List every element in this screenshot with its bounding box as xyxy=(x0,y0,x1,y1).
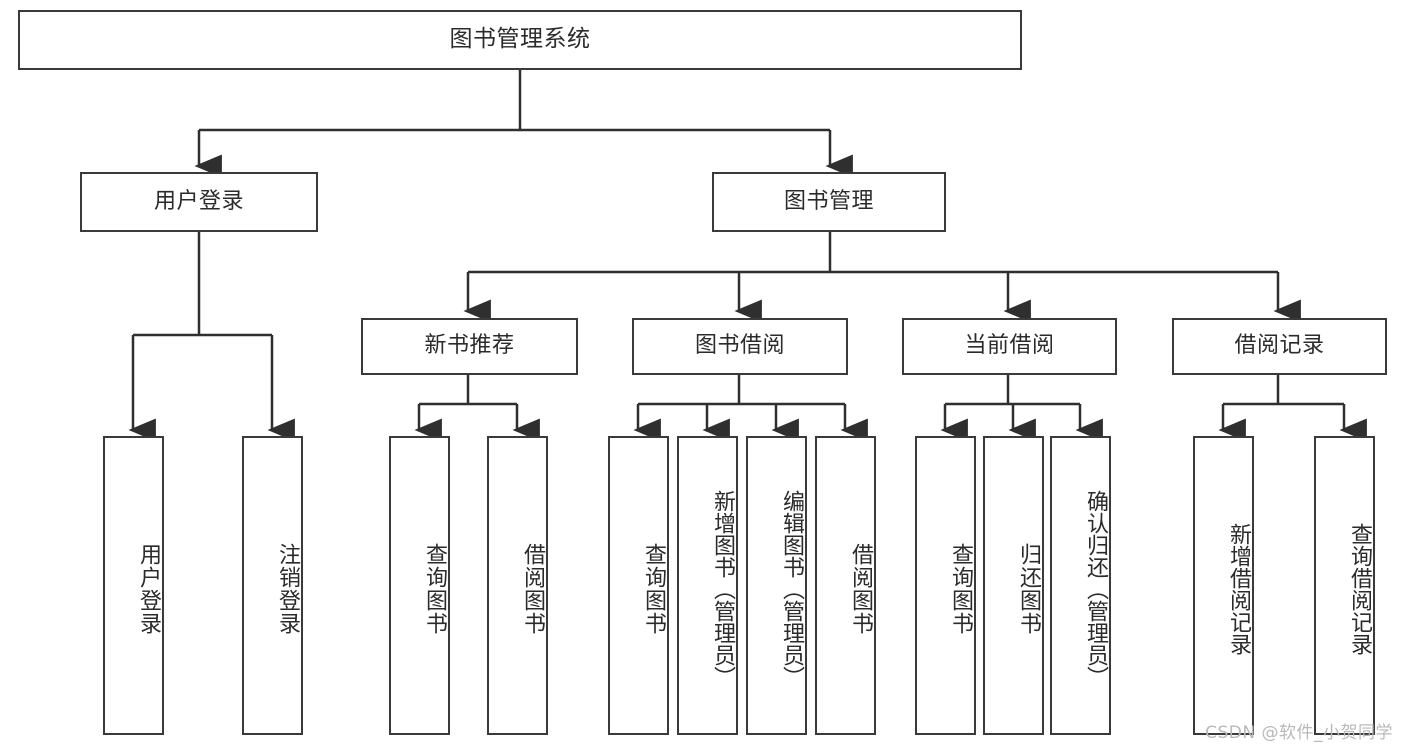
node-book-manage-label: 图书管理 xyxy=(783,188,874,214)
node-leaf-current-borrow-confirm[interactable]: 确认归还（管理员） xyxy=(1050,436,1111,735)
node-leaf-new-book-query[interactable]: 查询图书 xyxy=(389,436,450,735)
csdn-watermark: CSDN @软件_小贺同学 xyxy=(1205,723,1393,743)
node-leaf-current-borrow-confirm-label: 确认归还（管理员） xyxy=(1083,489,1108,688)
node-leaf-new-book-borrow-label: 借阅图书 xyxy=(520,542,545,635)
node-leaf-book-borrow-query-label: 查询图书 xyxy=(641,542,666,635)
node-leaf-book-borrow-add-label: 新增图书（管理员） xyxy=(710,489,735,688)
node-new-book-recommend[interactable]: 新书推荐 xyxy=(361,318,578,375)
node-current-borrow-label: 当前借阅 xyxy=(964,333,1055,359)
node-leaf-new-book-query-label: 查询图书 xyxy=(422,542,447,635)
node-user-login-label: 用户登录 xyxy=(153,188,244,214)
node-leaf-new-book-borrow[interactable]: 借阅图书 xyxy=(487,436,548,735)
node-leaf-user-login-logout[interactable]: 注销登录 xyxy=(242,436,303,735)
node-book-borrow-label: 图书借阅 xyxy=(694,333,785,359)
node-leaf-book-borrow-query[interactable]: 查询图书 xyxy=(608,436,669,735)
node-leaf-borrow-record-add-label: 新增借阅记录 xyxy=(1226,522,1251,655)
node-leaf-book-borrow-edit-label: 编辑图书（管理员） xyxy=(779,489,804,688)
node-leaf-borrow-record-query-label: 查询借阅记录 xyxy=(1347,522,1372,655)
node-root-system[interactable]: 图书管理系统 xyxy=(18,10,1022,70)
node-leaf-book-borrow-borrow-label: 借阅图书 xyxy=(848,542,873,635)
node-book-manage[interactable]: 图书管理 xyxy=(712,172,946,232)
node-current-borrow[interactable]: 当前借阅 xyxy=(902,318,1117,375)
node-leaf-book-borrow-edit[interactable]: 编辑图书（管理员） xyxy=(746,436,807,735)
node-leaf-borrow-record-add[interactable]: 新增借阅记录 xyxy=(1193,436,1254,735)
node-leaf-current-borrow-return[interactable]: 归还图书 xyxy=(983,436,1044,735)
node-root-system-label: 图书管理系统 xyxy=(449,26,591,53)
node-leaf-book-borrow-add[interactable]: 新增图书（管理员） xyxy=(677,436,738,735)
node-leaf-current-borrow-query-label: 查询图书 xyxy=(948,542,973,635)
node-leaf-user-login-login-label: 用户登录 xyxy=(136,542,161,635)
node-leaf-borrow-record-query[interactable]: 查询借阅记录 xyxy=(1314,436,1375,735)
node-leaf-user-login-logout-label: 注销登录 xyxy=(275,542,300,635)
node-leaf-current-borrow-query[interactable]: 查询图书 xyxy=(915,436,976,735)
node-leaf-book-borrow-borrow[interactable]: 借阅图书 xyxy=(815,436,876,735)
node-borrow-record[interactable]: 借阅记录 xyxy=(1172,318,1387,375)
node-new-book-recommend-label: 新书推荐 xyxy=(424,333,515,359)
node-leaf-current-borrow-return-label: 归还图书 xyxy=(1016,542,1041,635)
node-borrow-record-label: 借阅记录 xyxy=(1234,333,1325,359)
node-book-borrow[interactable]: 图书借阅 xyxy=(632,318,848,375)
node-user-login[interactable]: 用户登录 xyxy=(80,172,318,232)
node-leaf-user-login-login[interactable]: 用户登录 xyxy=(103,436,164,735)
